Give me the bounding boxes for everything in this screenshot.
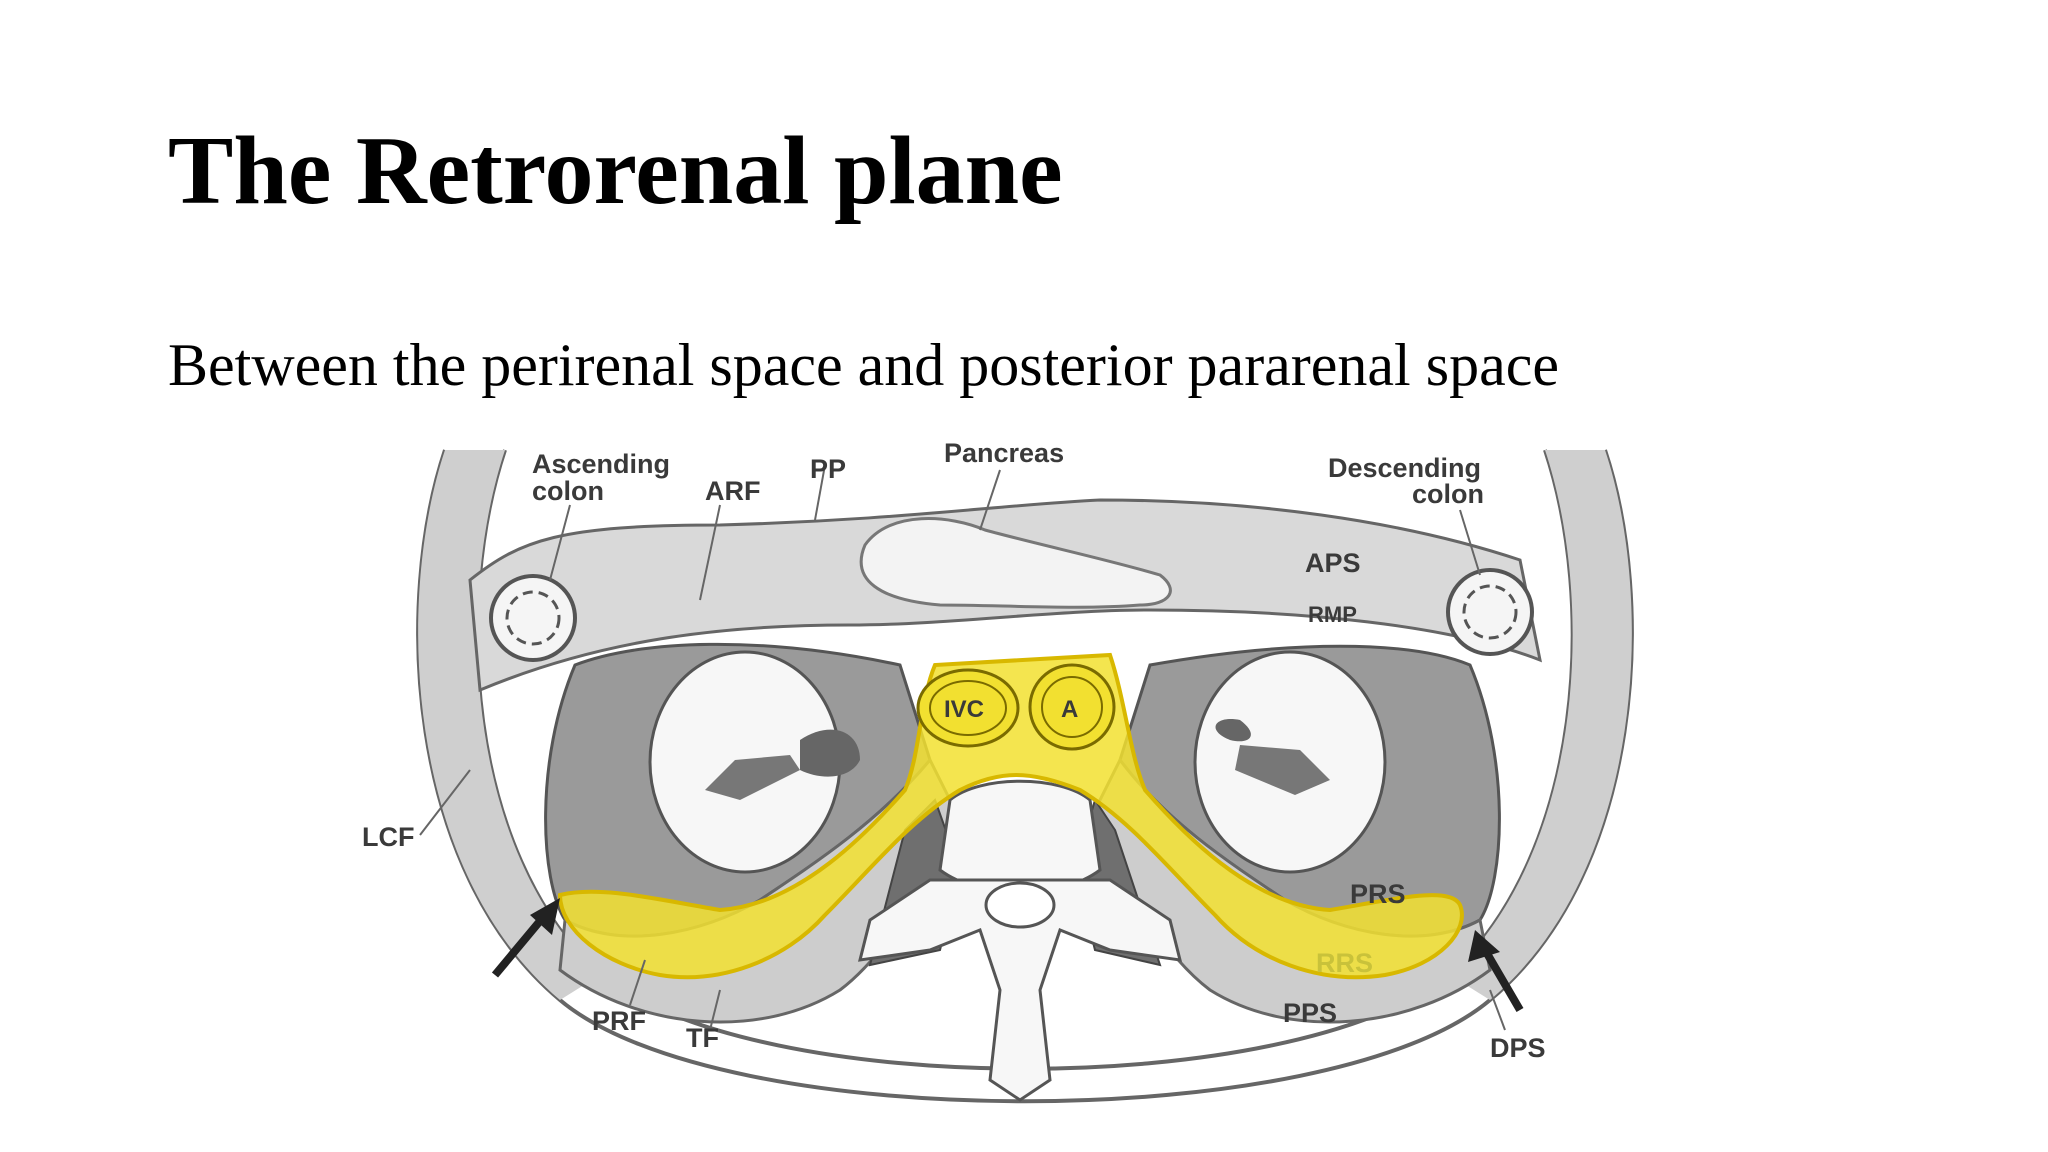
label-ascending-colon-line1: Ascending bbox=[532, 449, 670, 479]
descending-colon bbox=[1446, 568, 1534, 656]
label-arf: ARF bbox=[705, 476, 761, 506]
label-rrs: RRS bbox=[1316, 948, 1373, 978]
abdominal-wall-band-right bbox=[1450, 450, 1632, 1000]
slide-subtitle: Between the perirenal space and posterio… bbox=[168, 332, 1559, 398]
left-arrow-head bbox=[1468, 930, 1500, 962]
label-pps: PPS bbox=[1283, 998, 1337, 1028]
label-prs: PRS bbox=[1350, 879, 1406, 909]
label-lcf: LCF bbox=[362, 822, 414, 852]
pancreas-organ bbox=[859, 517, 1172, 609]
label-dps: DPS bbox=[1490, 1033, 1546, 1063]
right-kidney bbox=[648, 650, 860, 874]
right-arrow-head bbox=[530, 898, 560, 935]
left-arrow-shaft bbox=[1481, 947, 1524, 1013]
abdominal-wall-band bbox=[418, 450, 600, 1000]
leader-lines bbox=[419, 464, 1506, 1031]
label-descending-colon-line2: colon bbox=[1412, 479, 1484, 509]
retrorenal-plane-highlight bbox=[557, 652, 1464, 980]
ascending-colon bbox=[489, 574, 577, 662]
ivc-vessel bbox=[916, 668, 1020, 748]
slide-title: The Retrorenal plane bbox=[168, 117, 1063, 225]
label-tf: TF bbox=[686, 1023, 719, 1053]
label-pp: PP bbox=[810, 454, 846, 484]
aorta-vessel bbox=[1028, 663, 1116, 751]
label-rmp: RMP bbox=[1308, 602, 1357, 627]
label-ivc: IVC bbox=[944, 696, 984, 723]
label-aorta: A bbox=[1061, 696, 1078, 723]
label-ascending-colon-line2: colon bbox=[532, 476, 604, 506]
label-aps: APS bbox=[1305, 548, 1361, 578]
left-kidney bbox=[1193, 650, 1387, 874]
label-pancreas: Pancreas bbox=[944, 438, 1064, 468]
label-prf: PRF bbox=[592, 1006, 646, 1036]
label-descending-colon-line1: Descending bbox=[1328, 453, 1481, 483]
right-arrow-shaft bbox=[491, 912, 549, 978]
vertebra bbox=[858, 779, 1182, 1102]
